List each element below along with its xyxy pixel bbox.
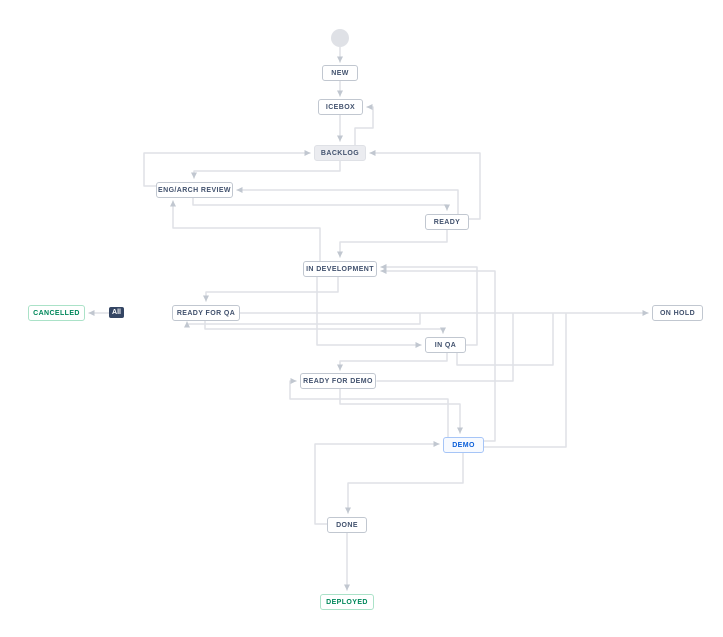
edge-return-to-readyforqa bbox=[184, 312, 421, 328]
edge-ready-to-backlog bbox=[369, 150, 481, 220]
edge-readyforqa-to-inqa bbox=[204, 320, 446, 334]
node-on-hold[interactable]: ON HOLD bbox=[652, 305, 703, 321]
node-eng-arch-review[interactable]: ENG/ARCH REVIEW bbox=[156, 182, 233, 198]
edge-ready-to-engarch bbox=[236, 187, 459, 215]
node-ready[interactable]: READY bbox=[425, 214, 469, 230]
node-demo[interactable]: DEMO bbox=[443, 437, 484, 453]
edge-indev-to-readyforqa bbox=[203, 276, 339, 302]
edge-demo-to-onhold bbox=[483, 313, 567, 448]
edge-inqa-to-indev bbox=[380, 264, 478, 346]
edge-engarch-to-ready bbox=[192, 196, 450, 211]
node-icebox[interactable]: ICEBOX bbox=[318, 99, 363, 115]
node-ready-for-qa[interactable]: READY FOR QA bbox=[172, 305, 240, 321]
node-backlog[interactable]: BACKLOG bbox=[314, 145, 366, 161]
edge-inqa-to-onhold bbox=[456, 313, 554, 366]
edge-indev-to-engarch bbox=[170, 200, 321, 262]
edge-demo-to-done bbox=[345, 452, 464, 514]
edge-demo-to-indev bbox=[380, 268, 496, 442]
node-new[interactable]: NEW bbox=[322, 65, 358, 81]
edge-demo-to-readyfordemo bbox=[289, 378, 449, 438]
edge-engarch-to-backlog bbox=[143, 150, 311, 187]
edge-readyfordemo-to-onhold bbox=[376, 313, 514, 382]
start-node-circle bbox=[331, 29, 349, 47]
edge-indev-to-inqa bbox=[316, 276, 422, 348]
edge-backlog-to-engarch bbox=[191, 160, 341, 179]
edge-ready-to-indev bbox=[337, 229, 448, 258]
node-done[interactable]: DONE bbox=[327, 517, 367, 533]
all-transitions-badge[interactable]: All bbox=[109, 307, 124, 318]
node-in-qa[interactable]: IN QA bbox=[425, 337, 466, 353]
node-cancelled[interactable]: CANCELLED bbox=[28, 305, 85, 321]
edge-backlog-to-icebox bbox=[354, 104, 374, 146]
edge-inqa-to-readyfordemo bbox=[337, 352, 448, 371]
node-deployed[interactable]: DEPLOYED bbox=[320, 594, 374, 610]
node-ready-for-demo[interactable]: READY FOR DEMO bbox=[300, 373, 376, 389]
edge-done-to-demo bbox=[314, 441, 440, 525]
edge-readyfordemo-to-demo bbox=[339, 388, 463, 434]
node-in-development[interactable]: IN DEVELOPMENT bbox=[303, 261, 377, 277]
